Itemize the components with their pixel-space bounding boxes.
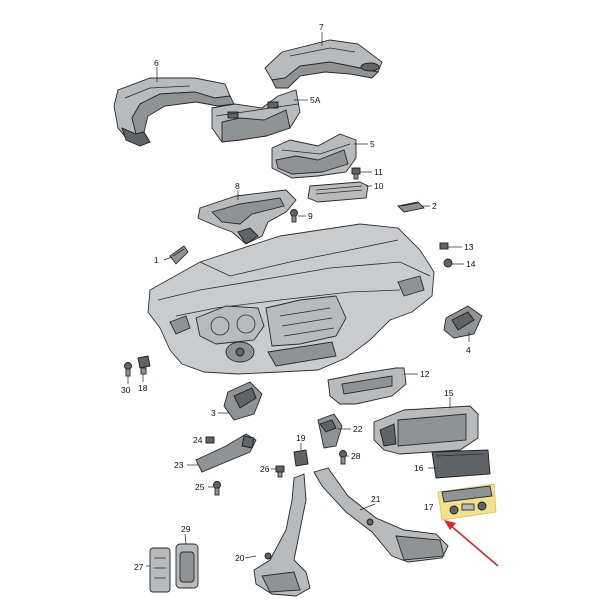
callout-25: 25 — [195, 482, 205, 492]
callout-5: 5 — [370, 139, 375, 149]
part-30-screw — [124, 362, 132, 377]
part-5a-air-channel — [211, 89, 301, 143]
leader-lines — [127, 32, 470, 567]
part-5-vent-housing — [271, 133, 357, 179]
part-26-clip — [275, 465, 285, 478]
callout-17: 17 — [424, 502, 434, 512]
callout-15: 15 — [444, 388, 454, 398]
callout-1: 1 — [154, 255, 159, 265]
callout-16: 16 — [414, 463, 424, 473]
callout-6: 6 — [154, 58, 159, 68]
part-2-vent — [397, 201, 425, 213]
callout-7: 7 — [319, 22, 324, 32]
part-12-trim-panel — [327, 367, 407, 405]
highlight-arrow — [444, 520, 499, 567]
callout-4: 4 — [466, 345, 471, 355]
callout-20: 20 — [235, 553, 245, 563]
part-19-block — [293, 449, 309, 467]
part-10-vent-insert — [307, 181, 369, 203]
part-13-clip — [439, 242, 449, 250]
callout-27: 27 — [134, 562, 144, 572]
part-15-display-frame — [373, 405, 479, 455]
part-29-cap — [175, 543, 199, 589]
part-11-clip — [351, 167, 361, 180]
callout-23: 23 — [174, 460, 184, 470]
part-1-side-vent — [169, 245, 189, 265]
part-7-defroster-duct — [264, 39, 383, 89]
callout-19: 19 — [296, 433, 306, 443]
part-6-air-duct — [113, 77, 235, 147]
part-17-climate-control-panel — [437, 483, 497, 521]
callout-28: 28 — [351, 451, 361, 461]
callout-3: 3 — [211, 408, 216, 418]
part-18-clip — [137, 355, 151, 375]
part-24-clip — [205, 436, 215, 444]
callout-14: 14 — [466, 259, 476, 269]
dashboard-main-body — [147, 223, 435, 375]
callout-9: 9 — [308, 211, 313, 221]
callout-29: 29 — [181, 524, 191, 534]
callout-11: 11 — [374, 167, 383, 177]
callout-26: 26 — [260, 464, 270, 474]
part-8-upper-cover — [197, 189, 297, 245]
part-23-bracket — [195, 433, 257, 473]
part-21-support-right — [313, 467, 449, 563]
part-9-screw — [290, 209, 298, 223]
callout-12: 12 — [420, 369, 430, 379]
callout-13: 13 — [464, 242, 474, 252]
callout-10: 10 — [374, 181, 384, 191]
part-25-screw — [213, 481, 221, 496]
callout-2: 2 — [432, 201, 437, 211]
callout-24: 24 — [193, 435, 203, 445]
part-4-right-vent — [443, 305, 483, 339]
callout-30: 30 — [121, 385, 131, 395]
callout-22: 22 — [353, 424, 363, 434]
callout-18: 18 — [138, 383, 148, 393]
callout-8: 8 — [235, 181, 240, 191]
callout-5a: 5A — [310, 95, 321, 105]
callout-21: 21 — [371, 494, 381, 504]
part-28-screw — [339, 450, 347, 465]
part-16-display-screen — [431, 449, 491, 479]
callout-labels: 7 6 5A 5 11 10 8 9 2 13 14 1 4 30 18 12 … — [121, 22, 476, 572]
part-22-bracket — [317, 413, 343, 449]
part-3-left-vent — [223, 381, 263, 421]
part-20-support-left — [253, 473, 311, 597]
part-14-nut — [443, 258, 453, 268]
part-27-cover — [149, 547, 171, 593]
